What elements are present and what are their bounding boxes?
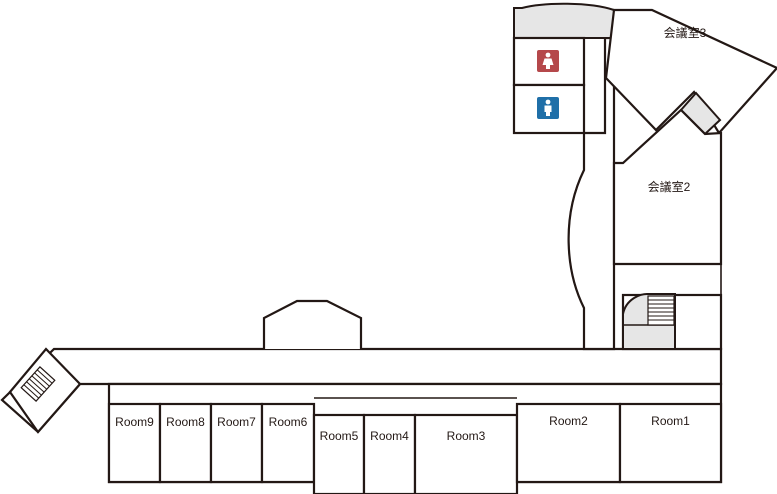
- room-9[interactable]: [107, 402, 162, 484]
- lobby-bump: [262, 299, 363, 349]
- room-8[interactable]: [158, 402, 213, 484]
- stairs-icon: [647, 295, 675, 326]
- room-5[interactable]: [312, 413, 366, 494]
- room-3-label: Room3: [447, 429, 486, 443]
- meeting-room-2[interactable]: [612, 108, 723, 266]
- restroom-entry-canopy: [513, 2, 615, 39]
- south-rooms: Room9 Room8 Room7 Room6 Room5 Room4 Room…: [107, 382, 723, 494]
- female-restroom-icon: [537, 50, 559, 72]
- room-7-label: Room7: [217, 415, 256, 429]
- meeting-room-2-label: 会議室2: [648, 179, 691, 194]
- male-restroom-icon: [537, 97, 559, 119]
- room-9-label: Room9: [115, 415, 154, 429]
- wing-corridor-curve: [567, 169, 585, 309]
- restroom-block: [512, 2, 615, 135]
- room-2[interactable]: [515, 402, 622, 484]
- room-6-label: Room6: [269, 415, 308, 429]
- room-2-label: Room2: [549, 414, 588, 428]
- room-1[interactable]: [618, 402, 723, 484]
- room-1-label: Room1: [651, 414, 690, 428]
- room-5-label: Room5: [320, 429, 359, 443]
- room-6[interactable]: [260, 402, 316, 484]
- stairs-icon: [20, 366, 56, 402]
- east-stairs: [621, 293, 723, 351]
- room-4[interactable]: [362, 413, 417, 494]
- meeting-room-3-label: 会議室3: [664, 25, 707, 40]
- room-8-label: Room8: [166, 415, 205, 429]
- room-4-label: Room4: [370, 429, 409, 443]
- room-3[interactable]: [413, 413, 519, 494]
